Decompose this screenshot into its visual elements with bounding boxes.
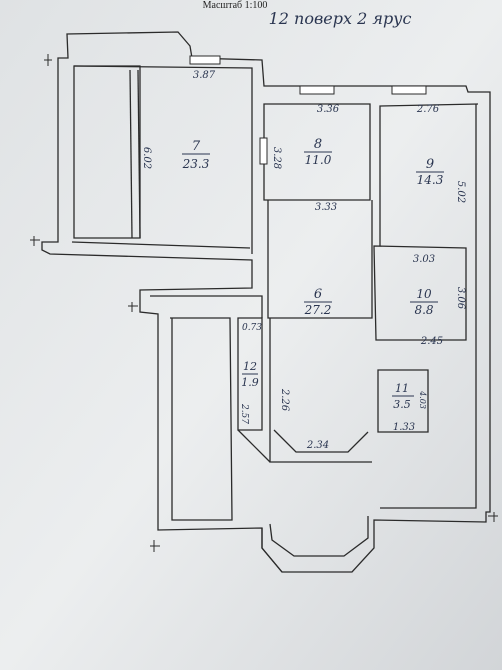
dim-502: 5.02: [455, 181, 466, 203]
dim-306: 3.06: [455, 287, 466, 310]
room-7-number: 7: [192, 139, 201, 154]
dim-336: 3.36: [317, 104, 340, 115]
floor-note: 12 поверх 2 ярус: [269, 9, 412, 28]
room-labels: 7 23.3 8 11.0 9 14.3 6 27.2 10 8.8 11 3.…: [182, 137, 444, 411]
room-11-area: 3.5: [393, 398, 411, 411]
room-8-area: 11.0: [305, 153, 332, 167]
window-room7: [189, 55, 221, 65]
room-12-area: 1.9: [241, 376, 259, 389]
window-room7-side: [259, 137, 268, 165]
dimension-labels: 3.87 6.02 3.36 2.76 3.28 3.33 5.02 3.03 …: [141, 70, 466, 451]
room-7-area: 23.3: [182, 157, 210, 171]
dim-234: 2.34: [306, 440, 329, 451]
windows: [189, 55, 427, 165]
dim-387: 3.87: [193, 70, 216, 81]
room-6-area: 27.2: [304, 303, 332, 317]
dim-403: 4.03: [418, 390, 427, 409]
room-9-area: 14.3: [417, 173, 444, 187]
window-room9: [391, 85, 427, 95]
room-9-number: 9: [426, 157, 434, 172]
room-12-number: 12: [243, 360, 257, 373]
scale-label: Масштаб 1:100: [203, 0, 268, 11]
dim-133: 1.33: [393, 422, 415, 433]
room-10-area: 8.8: [414, 303, 433, 317]
dim-257: 2.57: [239, 403, 249, 424]
dim-073: 0.73: [242, 323, 262, 333]
dim-276: 2.76: [416, 104, 440, 115]
room-6-number: 6: [314, 287, 322, 302]
dim-226: 2.26: [279, 388, 290, 412]
window-room8: [299, 85, 335, 95]
room-8-number: 8: [314, 137, 322, 152]
dim-602: 6.02: [141, 147, 152, 169]
dim-328: 3.28: [271, 147, 282, 169]
dim-245: 2.45: [420, 336, 443, 347]
axis-markers: [30, 54, 498, 552]
dim-303: 3.03: [413, 254, 435, 265]
dim-333: 3.33: [315, 202, 337, 213]
room-10-number: 10: [416, 287, 432, 301]
room-11-number: 11: [395, 382, 409, 395]
walls: [41, 31, 491, 573]
